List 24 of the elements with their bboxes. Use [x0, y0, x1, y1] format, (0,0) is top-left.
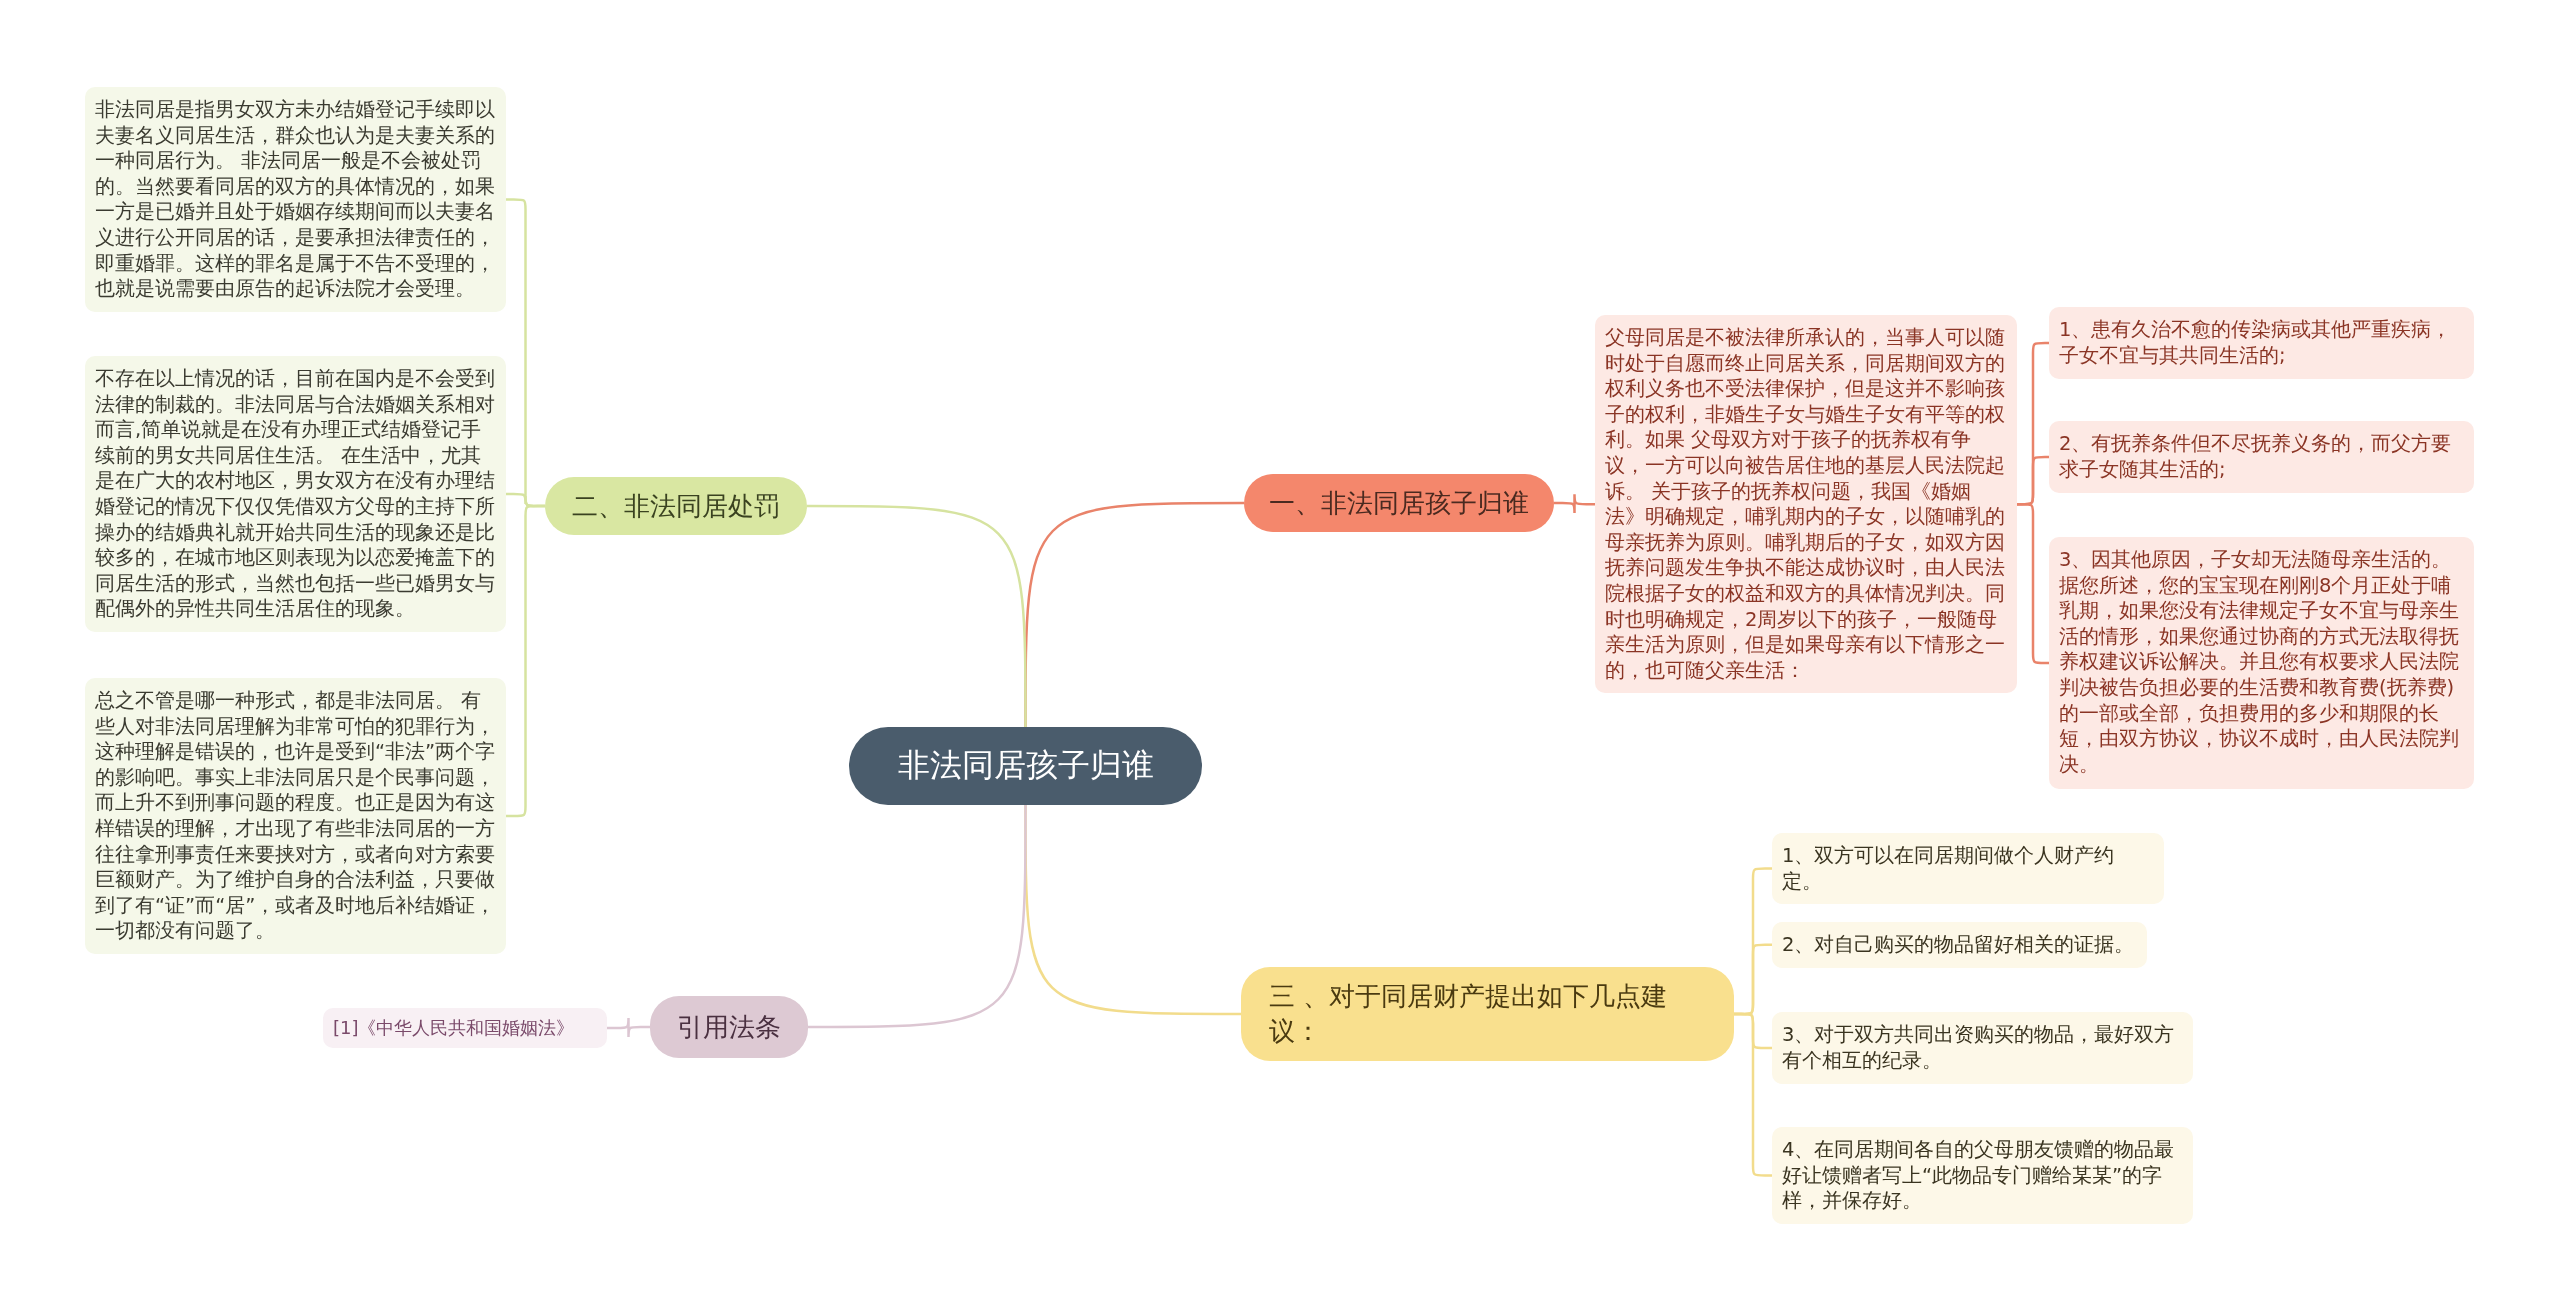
- connector-line: [506, 504, 545, 818]
- branch-topic: 二、非法同居处罚: [545, 477, 807, 535]
- connector-line: [1734, 1012, 1772, 1177]
- text-card: 3、对于双方共同出资购买的物品，最好双方有个相互的纪录。: [1772, 1012, 2193, 1084]
- branch-topic: 一、非法同居孩子归谁: [1244, 474, 1554, 532]
- text-card: 1、双方可以在同居期间做个人财产约定。: [1772, 833, 2164, 905]
- text-card: 3、因其他原因，子女却无法随母亲生活的。据您所述，您的宝宝现在刚刚8个月正处于哺乳期，如果您没有法律规定子女不宜与母亲生活的情形，如果您通过协商的方式无法取得抚养权建议诉讼解决。并且您有权要求人民法院判决被告负担必要的生活费和教育费(抚养费)的一部或全部，负担费用的多少和期限的长短，由双方协议，协议不成时，由人民法院判决。: [2049, 537, 2474, 789]
- text-card: 2、有抚养条件但不尽抚养义务的，而父方要求子女随其生活的;: [2049, 421, 2474, 493]
- text-card: 不存在以上情况的话，目前在国内是不会受到法律的制裁的。非法同居与合法婚姻关系相对而言,简单说就是在没有办理正式结婚登记手续前的男女共同居住生活。 在生活中，尤其是在广大的农村地区，男女双方在没有办理结婚登记的情况下仅仅凭借双方父母的主持下所操办的结婚典礼就开始共同生活的现象还是比较多的，在城市地区则表现为以恋爱掩盖下的同居生活的形式，当然也包括一些已婚男女与配偶外的异性共同生活居住的现象。: [85, 356, 506, 632]
- text-card: 4、在同居期间各自的父母朋友馈赠的物品最好让馈赠者写上“此物品专门赠给某某”的字样，并保存好。: [1772, 1127, 2193, 1224]
- citation-card: [1]《中华人民共和国婚姻法》: [323, 1008, 607, 1048]
- text-card: 1、患有久治不愈的传染病或其他严重疾病，子女不宜与其共同生活的;: [2049, 307, 2474, 379]
- text-card: 父母同居是不被法律所承认的，当事人可以随时处于自愿而终止同居关系，同居期间双方的权利义务也不受法律保护，但是这并不影响孩子的权利，非婚生子女与婚生子女有平等的权利。如果 父母双方对于孩子的抚养权有争议，一方可以向被告居住地的基层人民法院起诉。 关于孩子的抚养权问题，我国《婚姻法》明确规定，哺乳期内的子女，以随哺乳的母亲抚养为原则。哺乳期后的子女，如双方因抚养问题发生争执不能达成协议时，由人民法院根据子女的权益和双方的具体情况判决。同时也明确规定，2周岁以下的孩子，一般随母亲生活为原则，但是如果母亲有以下情形之一的，也可随父亲生活：: [1595, 315, 2017, 694]
- connector-line: [808, 805, 1027, 1029]
- connector-line: [607, 1016, 650, 1039]
- central-topic: 非法同居孩子归谁: [849, 727, 1202, 805]
- text-card: 总之不管是哪一种形式，都是非法同居。 有些人对非法同居理解为非常可怕的犯罪行为，这种理解是错误的，也许是受到“非法”两个字的影响吧。事实上非法同居只是个民事问题，而上升不到刑事问题的程度。也正是因为有这样错误的理解，才出现了有些非法同居的一方往往拿刑事责任来要挟对方，或者向对方索要巨额财产。为了维护自身的合法利益，只要做到了有“证”而“居”，或者及时地后补结婚证，一切都没有问题了。: [85, 678, 506, 954]
- connector-line: [1554, 492, 1595, 515]
- connector-line: [807, 504, 1027, 727]
- text-card: 非法同居是指男女双方未办结婚登记手续即以夫妻名义同居生活，群众也认为是夫妻关系的一种同居行为。 非法同居一般是不会被处罚的。当然要看同居的双方的具体情况的，如果一方是已婚并且处于婚姻存续期间而以夫妻名义进行公开同居的话，是要承担法律责任的，即重婚罪。这样的罪名是属于不告不受理的，也就是说需要由原告的起诉法院才会受理。: [85, 87, 506, 312]
- branch-topic: 三 、对于同居财产提出如下几点建议：: [1241, 967, 1734, 1061]
- text-card: 2、对自己购买的物品留好相关的证据。: [1772, 922, 2147, 968]
- branch-topic: 引用法条: [650, 996, 808, 1058]
- connector-line: [2017, 502, 2049, 665]
